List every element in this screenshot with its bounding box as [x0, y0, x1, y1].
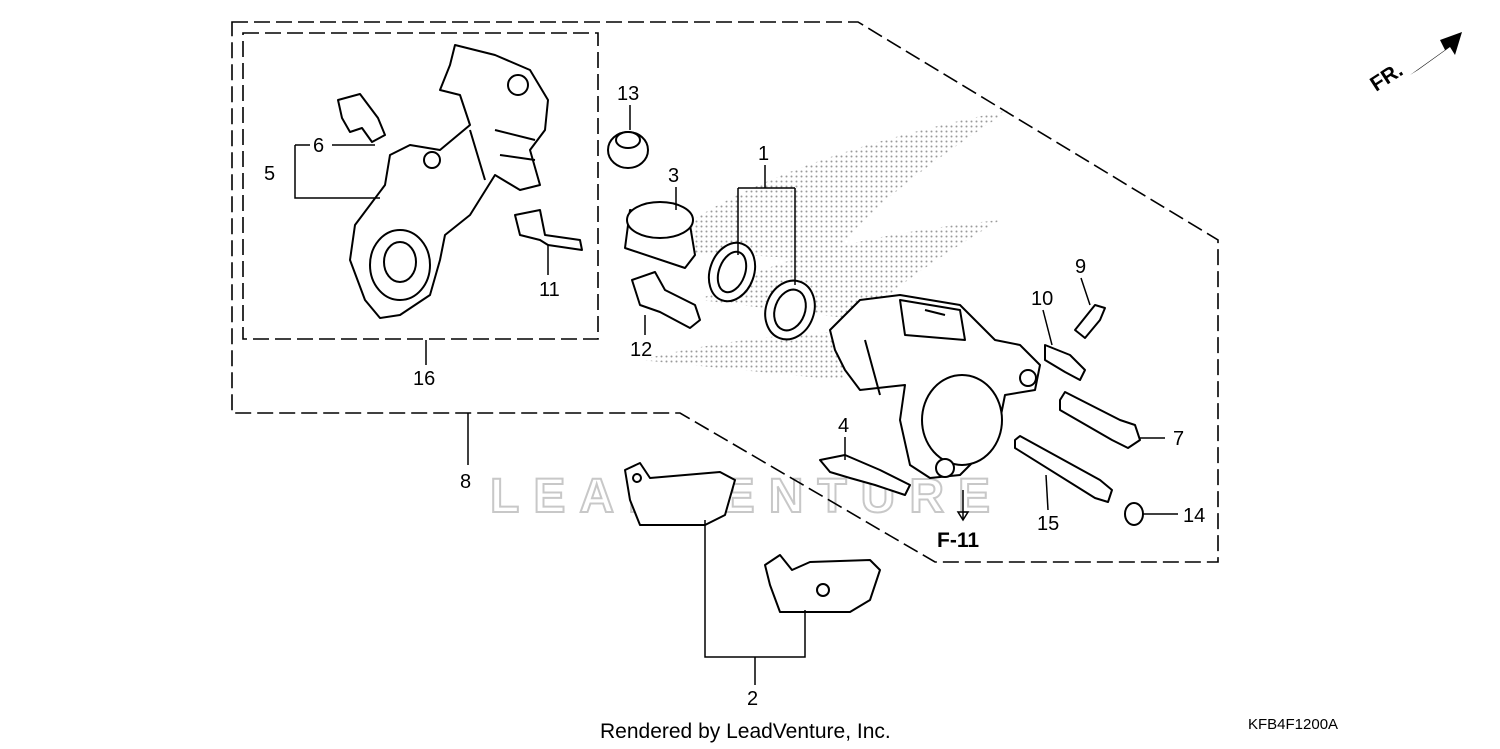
callout-3: 3 — [668, 165, 679, 187]
callout-9: 9 — [1075, 256, 1086, 278]
caliper-bolt — [631, 271, 701, 329]
front-direction-indicator: FR. — [1366, 32, 1462, 96]
callout-1: 1 — [758, 143, 769, 165]
credit-line: Rendered by LeadVenture, Inc. — [600, 720, 891, 743]
brake-pad-set — [624, 462, 881, 613]
leader-lines — [294, 105, 1178, 685]
caliper-body — [829, 294, 1041, 479]
assembly-outline-8 — [231, 21, 1219, 563]
callout-6: 6 — [313, 135, 324, 157]
pad-pin — [1014, 435, 1113, 503]
callout-7: 7 — [1173, 428, 1184, 450]
callout-12: 12 — [630, 339, 652, 361]
callout-14: 14 — [1183, 505, 1205, 527]
watermark-text: LEADVENTURE — [490, 470, 1004, 523]
callout-8: 8 — [460, 471, 471, 493]
pad-spring-clip — [337, 93, 386, 143]
caliper-bracket — [349, 44, 549, 319]
bleeder-valve — [1074, 304, 1106, 339]
callout-16: 16 — [413, 368, 435, 390]
diagram-code: KFB4F1200A — [1248, 716, 1338, 733]
callout-13: 13 — [617, 83, 639, 105]
svg-text:FR.: FR. — [1366, 58, 1407, 96]
pad-pin-plug — [1124, 502, 1144, 526]
piston — [624, 201, 696, 269]
pad-spring-4 — [819, 454, 911, 496]
bleeder-cap — [607, 131, 649, 169]
callout-15: 15 — [1037, 513, 1059, 535]
callout-5: 5 — [264, 163, 275, 185]
bracket-pin-bolt — [514, 209, 583, 251]
callout-2: 2 — [747, 688, 758, 710]
callout-11: 11 — [539, 279, 560, 301]
caliper-pin — [1059, 391, 1141, 449]
piston-seals — [707, 241, 816, 341]
pad-spring-10 — [1044, 344, 1086, 381]
callout-4: 4 — [838, 415, 849, 437]
callout-10: 10 — [1031, 288, 1053, 310]
bracket-box-16 — [242, 32, 599, 340]
reference-label: F-11 — [937, 529, 979, 552]
